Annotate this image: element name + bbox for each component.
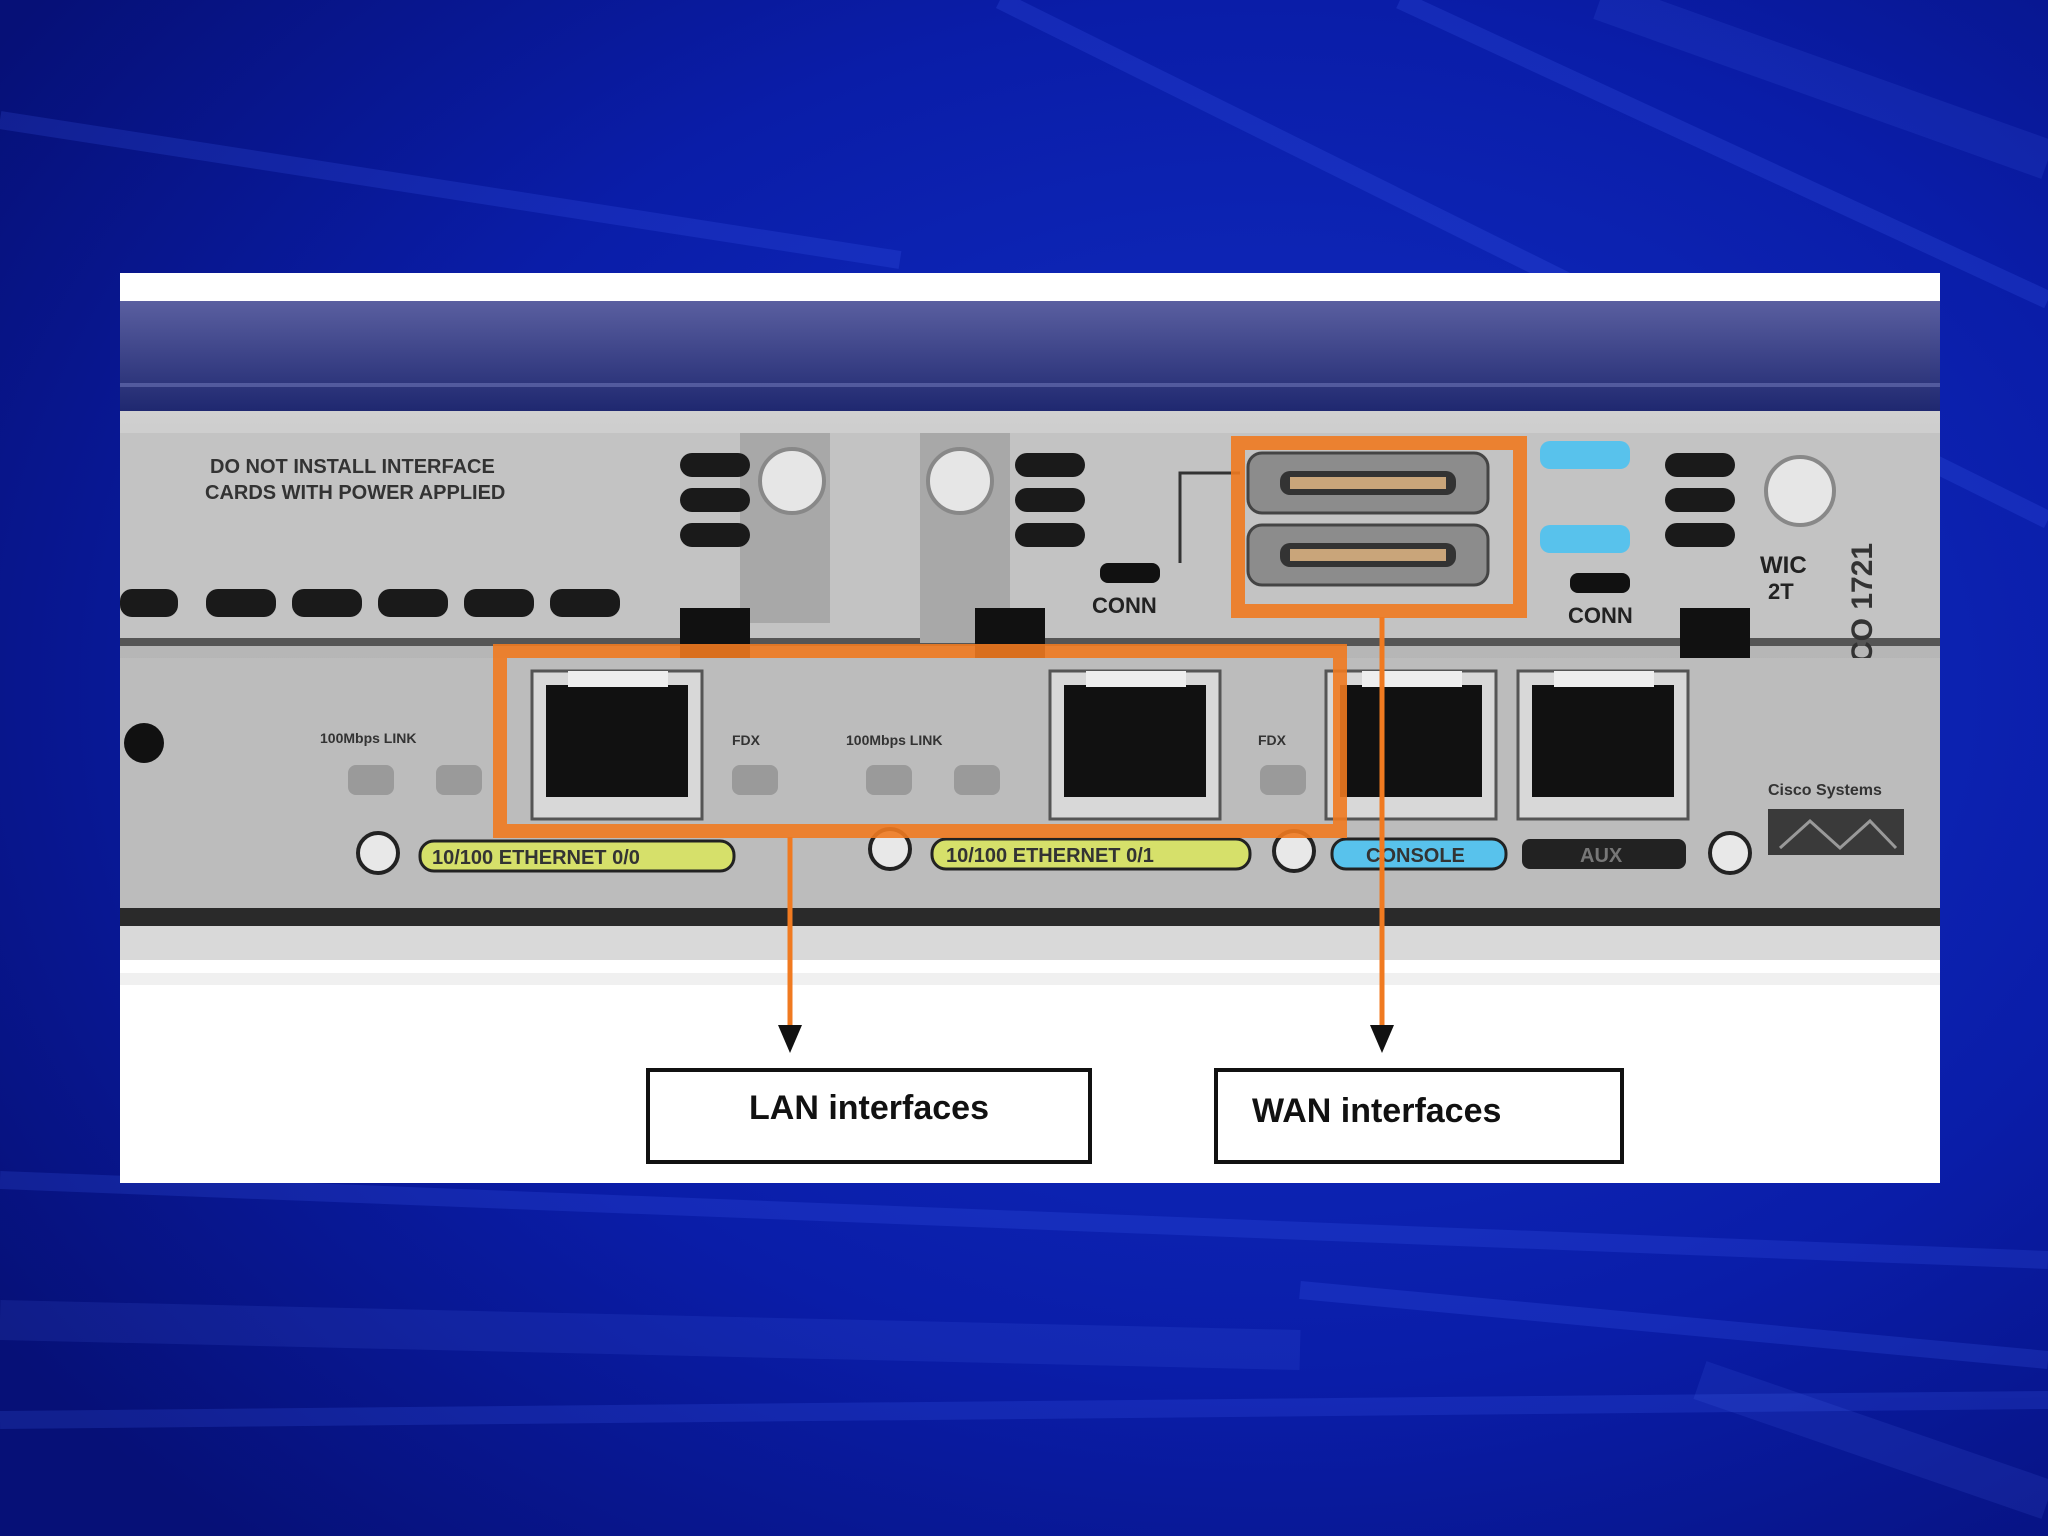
eth0-fdx-label: FDX (732, 732, 761, 748)
wic-label: WIC (1760, 552, 1807, 579)
ethernet-port-1[interactable] (1048, 669, 1222, 821)
cisco-logo-text: Cisco Systems (1768, 782, 1882, 799)
eth1-label: 10/100 ETHERNET 0/1 (946, 845, 1154, 867)
led-eth1-link (954, 765, 1000, 795)
console-port[interactable] (1324, 669, 1498, 821)
led-eth1-fdx (1260, 765, 1306, 795)
lan-arrow-head (778, 1025, 802, 1053)
lan-interfaces-text: LAN interfaces (749, 1088, 989, 1127)
wan-interfaces-callout: WAN interfaces (1214, 1068, 1624, 1164)
thumbscrew-right (1764, 455, 1836, 527)
led-eth0-link (436, 765, 482, 795)
wan-highlight-box (1231, 436, 1527, 618)
router-figure: DO NOT INSTALL INTERFACE CARDS WITH POWE… (120, 273, 1940, 1183)
lan-highlight-box (493, 644, 1347, 838)
eth1-speed-label: 100Mbps LINK (846, 732, 942, 748)
chassis-top (120, 301, 1940, 411)
console-label: CONSOLE (1366, 845, 1465, 867)
led-eth0-speed (348, 765, 394, 795)
wan-arrow-head (1370, 1025, 1394, 1053)
lan-interfaces-callout: LAN interfaces (646, 1068, 1092, 1164)
eth1-fdx-label: FDX (1258, 732, 1287, 748)
thumbscrew-left (758, 447, 826, 515)
conn-right-label: CONN (1568, 603, 1633, 628)
led-eth1-speed (866, 765, 912, 795)
ethernet-port-0[interactable] (530, 669, 704, 821)
eth0-speed-label: 100Mbps LINK (320, 730, 416, 746)
wan-interfaces-text: WAN interfaces (1252, 1091, 1502, 1130)
cisco-logo-icon (1768, 809, 1904, 855)
router-illustration: DO NOT INSTALL INTERFACE CARDS WITH POWE… (120, 301, 1940, 1053)
wic-model-label: 2T (1768, 579, 1794, 604)
warning-text-line2: CARDS WITH POWER APPLIED (205, 482, 505, 504)
conn-left-label: CONN (1092, 593, 1157, 618)
vent-slots (120, 589, 620, 617)
aux-port[interactable] (1516, 669, 1690, 821)
thumbscrew-mid (926, 447, 994, 515)
warning-text-line1: DO NOT INSTALL INTERFACE (210, 456, 495, 478)
aux-label: AUX (1580, 845, 1623, 867)
eth0-label: 10/100 ETHERNET 0/0 (432, 847, 640, 869)
power-hole (124, 723, 164, 763)
led-eth0-fdx (732, 765, 778, 795)
